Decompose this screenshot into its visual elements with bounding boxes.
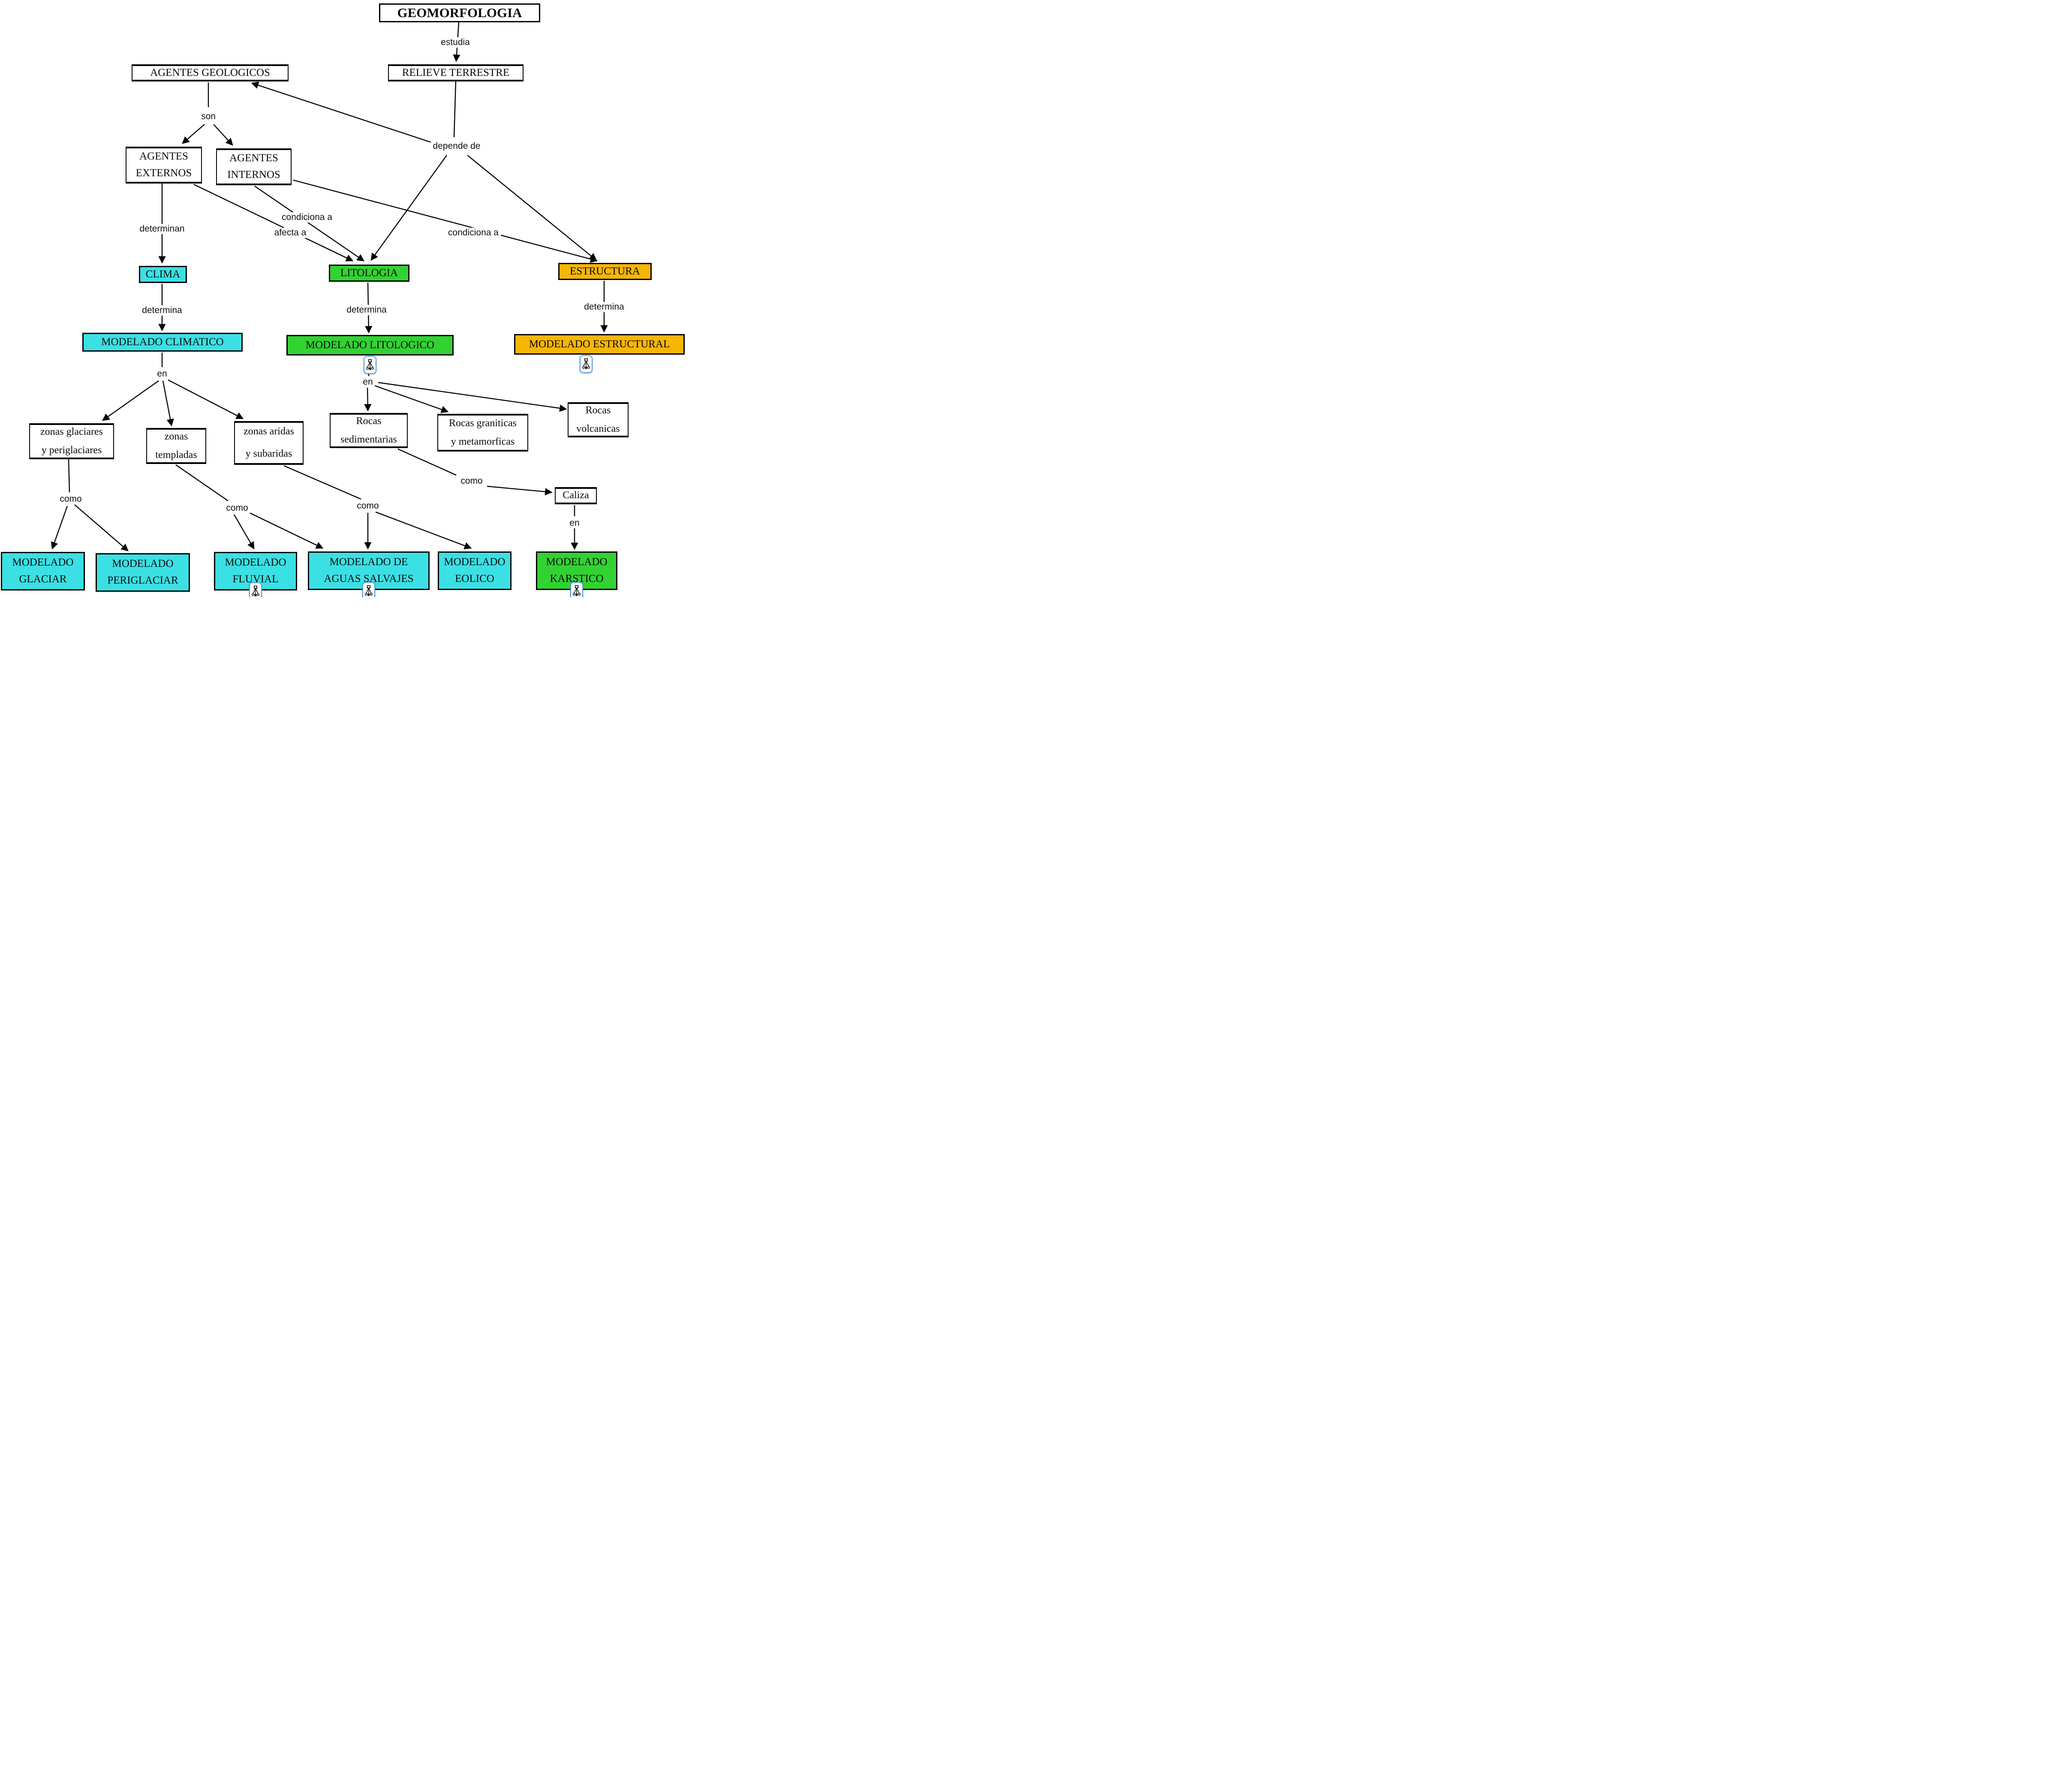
node-modelado-fluvial[interactable]: MODELADO FLUVIAL [214, 552, 297, 597]
node-label: MODELADO DE AGUAS SALVAJES [324, 556, 414, 584]
node-litologia[interactable]: LITOLOGIA [329, 265, 409, 282]
node-modelado-karstico[interactable]: MODELADO KARSTICO [536, 551, 617, 597]
edge-label-depende-de[interactable]: depende de [430, 141, 483, 151]
edge-label-en-litologico[interactable]: en [361, 377, 375, 387]
edge-label-como-caliza[interactable]: como [458, 476, 485, 486]
concept-map-canvas: GEOMORFOLOGIA RELIEVE TERRESTRE AGENTES … [0, 0, 686, 597]
edge-label-como-aridas[interactable]: como [355, 501, 381, 511]
node-modelado-glaciar[interactable]: MODELADO GLACIAR [1, 552, 85, 590]
edge-label-en-climatico[interactable]: en [155, 369, 169, 379]
node-zonas-glaciares[interactable]: zonas glaciares y periglaciares [29, 423, 114, 459]
node-agentes-geologicos[interactable]: AGENTES GEOLOGICOS [132, 64, 289, 81]
node-agentes-externos[interactable]: AGENTES EXTERNOS [126, 147, 202, 184]
node-label: MODELADO GLACIAR [12, 557, 74, 585]
node-label: Rocas graniticas y metamorficas [449, 417, 517, 447]
node-label: Caliza [563, 490, 589, 501]
edge-lines-layer [51, 22, 608, 551]
edge-label-determinan[interactable]: determinan [137, 224, 187, 234]
node-modelado-climatico[interactable]: MODELADO CLIMATICO [82, 333, 243, 352]
node-caliza[interactable]: Caliza [555, 487, 597, 504]
node-label: AGENTES INTERNOS [227, 152, 280, 181]
node-modelado-eolico[interactable]: MODELADO EOLICO [438, 551, 511, 590]
submap-tree-icon[interactable] [570, 582, 583, 597]
node-clima[interactable]: CLIMA [139, 266, 187, 283]
node-rocas-volcanicas[interactable]: Rocas volcanicas [568, 402, 629, 437]
node-label: RELIEVE TERRESTRE [402, 66, 510, 78]
edge-label-son[interactable]: son [199, 111, 218, 122]
node-label: MODELADO LITOLOGICO [305, 339, 435, 351]
node-label: MODELADO CLIMATICO [101, 336, 224, 348]
node-geomorfologia[interactable]: GEOMORFOLOGIA [379, 3, 540, 22]
node-label: Rocas volcanicas [576, 404, 620, 434]
node-label: LITOLOGIA [340, 267, 398, 279]
node-label: zonas aridas y subaridas [244, 426, 294, 459]
node-agentes-internos[interactable]: AGENTES INTERNOS [216, 148, 292, 185]
node-label: zonas templadas [155, 431, 197, 461]
node-zonas-aridas[interactable]: zonas aridas y subaridas [234, 421, 304, 465]
edge-label-condiciona-a-internos[interactable]: condiciona a [446, 228, 501, 238]
node-label: zonas glaciares y periglaciares [40, 426, 103, 456]
edge-label-afecta-a[interactable]: afecta a [272, 228, 309, 238]
submap-tree-icon[interactable] [249, 582, 262, 597]
node-label: AGENTES GEOLOGICOS [150, 66, 270, 78]
node-label: GEOMORFOLOGIA [397, 5, 522, 21]
node-label: MODELADO FLUVIAL [225, 557, 286, 585]
edge-label-como-glaciares[interactable]: como [57, 494, 84, 504]
node-zonas-templadas[interactable]: zonas templadas [146, 428, 206, 464]
node-label: CLIMA [145, 268, 181, 280]
node-estructura[interactable]: ESTRUCTURA [558, 263, 652, 280]
node-label: AGENTES EXTERNOS [135, 151, 192, 179]
node-label: MODELADO PERIGLACIAR [107, 558, 178, 586]
edge-label-condiciona-a-externos[interactable]: condiciona a [280, 212, 334, 223]
edge-label-determina-estructura[interactable]: determina [582, 302, 626, 312]
node-rocas-sedimentarias[interactable]: Rocas sedimentarias [330, 413, 408, 448]
node-rocas-graniticas[interactable]: Rocas graniticas y metamorficas [437, 414, 528, 452]
node-label: ESTRUCTURA [570, 265, 640, 277]
node-label: Rocas sedimentarias [340, 415, 397, 445]
submap-tree-icon[interactable] [364, 356, 376, 374]
node-modelado-periglaciar[interactable]: MODELADO PERIGLACIAR [96, 553, 190, 592]
node-relieve-terrestre[interactable]: RELIEVE TERRESTRE [388, 64, 524, 81]
edge-label-determina-litologia[interactable]: determina [344, 305, 389, 315]
submap-tree-icon[interactable] [579, 355, 593, 373]
edge-label-como-templadas[interactable]: como [224, 503, 250, 513]
node-modelado-estructural[interactable]: MODELADO ESTRUCTURAL [514, 334, 685, 373]
edge-label-determina-clima[interactable]: determina [140, 305, 184, 316]
edge-label-en-caliza[interactable]: en [567, 518, 582, 528]
edge-label-estudia[interactable]: estudia [439, 37, 472, 48]
submap-tree-icon[interactable] [362, 582, 375, 597]
node-modelado-aguas-salvajes[interactable]: MODELADO DE AGUAS SALVAJES [308, 551, 430, 597]
node-modelado-litologico[interactable]: MODELADO LITOLOGICO [286, 335, 454, 374]
node-label: MODELADO EOLICO [444, 556, 505, 584]
node-label: MODELADO ESTRUCTURAL [529, 338, 670, 350]
